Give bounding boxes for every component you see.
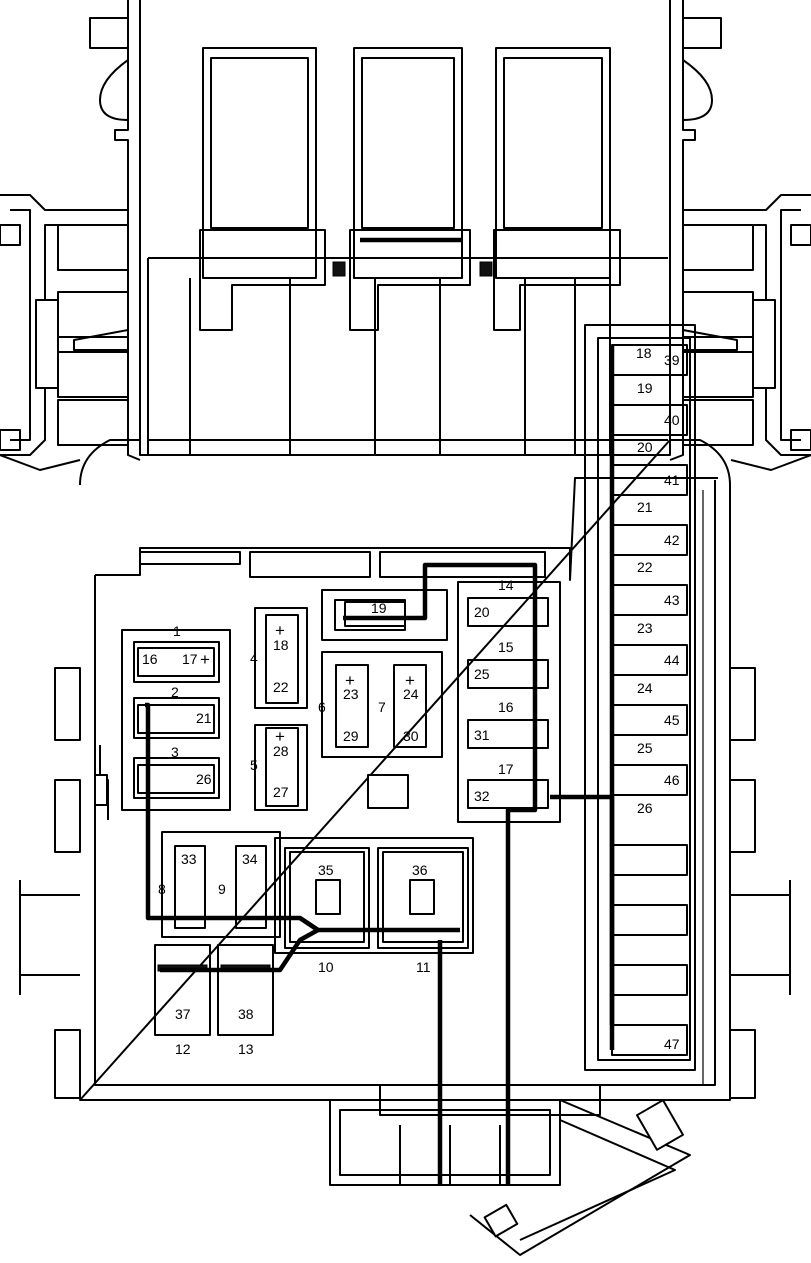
relay-label-23: 23 bbox=[637, 620, 653, 636]
fuse-label-36: 36 bbox=[412, 862, 428, 878]
relay-label-15: 15 bbox=[498, 639, 514, 655]
plus-mark-fuse-23: + bbox=[345, 671, 355, 690]
fuse-label-28: 28 bbox=[273, 743, 289, 759]
polarity-marks: + + + + + bbox=[200, 621, 415, 746]
fuse-label-26: 26 bbox=[196, 771, 212, 787]
relay-label-5: 5 bbox=[250, 757, 258, 773]
relay-label-4: 4 bbox=[250, 650, 258, 666]
fuse-label-43: 43 bbox=[664, 592, 680, 608]
relay-group-1-3 bbox=[121, 629, 231, 811]
fuse-label-41: 41 bbox=[664, 472, 680, 488]
top-connector-housing bbox=[89, 0, 722, 461]
plus-mark-fuse-24: + bbox=[405, 671, 415, 690]
fuse-label-22: 22 bbox=[273, 679, 289, 695]
relay-group-8-11 bbox=[161, 831, 474, 954]
left-mounting-bracket bbox=[0, 194, 129, 471]
relay-group-4-5 bbox=[254, 607, 308, 811]
main-housing bbox=[19, 439, 791, 1101]
fuse-labels: 16 17 18 19 20 21 22 23 24 25 26 27 28 2… bbox=[142, 352, 680, 1052]
relay-label-16: 16 bbox=[498, 699, 514, 715]
relay-label-11: 11 bbox=[416, 959, 431, 975]
relay-label-10: 10 bbox=[318, 959, 334, 975]
fuse-label-40: 40 bbox=[664, 412, 680, 428]
right-mounting-bracket bbox=[682, 194, 811, 471]
relay-label-2: 2 bbox=[171, 684, 179, 700]
fuse-label-32: 32 bbox=[474, 788, 490, 804]
fuse-label-20: 20 bbox=[474, 604, 490, 620]
relay-label-3: 3 bbox=[171, 744, 179, 760]
fuse-label-18: 18 bbox=[273, 637, 289, 653]
fuse-label-46: 46 bbox=[664, 772, 680, 788]
fuse-label-33: 33 bbox=[181, 851, 197, 867]
fuse-label-17: 17 bbox=[182, 651, 198, 667]
fuse-19-holder bbox=[321, 589, 448, 641]
relay-label-26: 26 bbox=[637, 800, 653, 816]
plus-mark-fuse-18: + bbox=[275, 621, 285, 640]
relay-label-8: 8 bbox=[158, 881, 166, 897]
fuse-label-23: 23 bbox=[343, 686, 359, 702]
fuse-label-16: 16 bbox=[142, 651, 158, 667]
relay-labels: 1 2 3 4 5 6 7 8 9 10 11 12 13 14 15 16 1… bbox=[158, 345, 653, 1057]
fuse-label-30: 30 bbox=[403, 728, 419, 744]
relay-label-18: 18 bbox=[636, 345, 652, 361]
relay-label-17: 17 bbox=[498, 761, 514, 777]
relay-label-19: 19 bbox=[637, 380, 653, 396]
relay-label-25: 25 bbox=[637, 740, 653, 756]
fuse-label-29: 29 bbox=[343, 728, 359, 744]
fuse-label-39: 39 bbox=[664, 352, 680, 368]
relay-label-7: 7 bbox=[378, 699, 386, 715]
fuse-label-35: 35 bbox=[318, 862, 334, 878]
fuse-label-19: 19 bbox=[371, 600, 387, 616]
fuse-label-24: 24 bbox=[403, 686, 419, 702]
fuse-label-42: 42 bbox=[664, 532, 680, 548]
plus-mark-fuse-17: + bbox=[200, 650, 210, 669]
relay-label-13: 13 bbox=[238, 1041, 254, 1057]
fuse-label-47: 47 bbox=[664, 1036, 680, 1052]
fuse-label-34: 34 bbox=[242, 851, 258, 867]
fuse-label-25: 25 bbox=[474, 666, 490, 682]
relay-label-12: 12 bbox=[175, 1041, 191, 1057]
relay-label-14: 14 bbox=[498, 577, 514, 593]
fuse-label-37: 37 bbox=[175, 1006, 191, 1022]
plus-mark-fuse-28: + bbox=[275, 727, 285, 746]
fuse-label-27: 27 bbox=[273, 784, 289, 800]
relay-label-9: 9 bbox=[218, 881, 226, 897]
fuse-label-38: 38 bbox=[238, 1006, 254, 1022]
relay-label-1: 1 bbox=[173, 623, 181, 639]
fuse-label-21: 21 bbox=[196, 710, 212, 726]
fuse-label-45: 45 bbox=[664, 712, 680, 728]
relay-label-22: 22 bbox=[637, 559, 653, 575]
relay-group-6-7 bbox=[321, 651, 443, 809]
relay-label-6: 6 bbox=[318, 699, 326, 715]
bottom-connector bbox=[329, 1085, 691, 1256]
relay-label-21: 21 bbox=[637, 499, 653, 515]
relay-label-20: 20 bbox=[637, 439, 653, 455]
relay-label-24: 24 bbox=[637, 680, 653, 696]
fuse-label-31: 31 bbox=[474, 727, 490, 743]
fuse-label-44: 44 bbox=[664, 652, 680, 668]
wire-harness bbox=[145, 345, 615, 1185]
relay-group-12-13 bbox=[154, 944, 274, 1036]
